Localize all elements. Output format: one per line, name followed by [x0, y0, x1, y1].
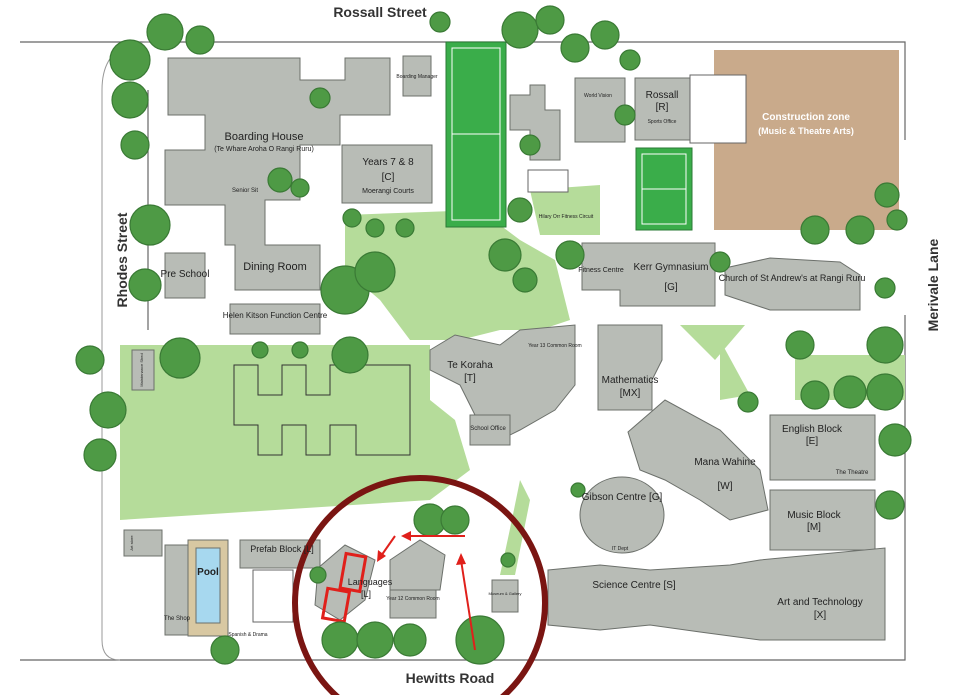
street-west-label: Rhodes Street: [114, 212, 130, 307]
label-years-7-8: Years 7 & 8: [362, 157, 414, 168]
label-pool: Pool: [197, 567, 219, 578]
label-construction: Construction zone: [762, 112, 850, 123]
label-languages-code: [L]: [361, 589, 371, 599]
label-music-block-code: [M]: [807, 522, 821, 533]
label-senior-sit: Senior Sit: [232, 188, 258, 194]
label-rossall: Rossall: [646, 90, 679, 101]
label-hilary-orr: Hilary Orr Fitness Circuit: [539, 214, 594, 220]
street-north-label: Rossall Street: [333, 4, 427, 20]
label-maintenance: Maintenance Shed: [139, 353, 144, 386]
label-languages: Languages: [348, 577, 393, 587]
label-rossall-code: [R]: [656, 102, 669, 113]
label-school-office: School Office: [470, 426, 506, 432]
direction-arrows: [377, 531, 476, 651]
label-the-shop: The Shop: [164, 616, 191, 622]
label-mana-wahine-code: [W]: [718, 481, 733, 492]
label-fitness-centre: Fitness Centre: [578, 267, 624, 274]
label-kerr-gym: Kerr Gymnasium: [633, 262, 708, 273]
label-kerr-gym-code: [G]: [664, 282, 678, 293]
label-moerangi: Moerangi Courts: [362, 188, 414, 195]
label-gibson: Gibson Centre [G]: [582, 492, 663, 503]
label-english: English Block: [782, 424, 843, 435]
label-art-tech: Art and Technology: [777, 597, 862, 608]
outline-structure: [233, 364, 411, 456]
focus-circle: [292, 475, 548, 695]
label-music-block: Music Block: [787, 510, 841, 521]
highlight-markers: [320, 551, 368, 624]
label-mathematics: Mathematics: [602, 375, 659, 386]
sports-courts: [445, 41, 693, 231]
buildings: [123, 55, 886, 641]
building-labels: Boarding House (Te Whare Aroha O Rangi R…: [129, 74, 869, 638]
label-year13: Year 13 Common Room: [528, 343, 581, 349]
label-dining-room: Dining Room: [243, 261, 307, 273]
label-mathematics-code: [MX]: [620, 388, 641, 399]
label-world-vision: World Vision: [584, 93, 612, 99]
label-construction-sub: (Music & Theatre Arts): [758, 126, 854, 136]
trees: [75, 5, 912, 665]
label-year12: Year 12 Common Room: [386, 596, 439, 602]
label-church: Church of St Andrew's at Rangi Ruru: [719, 273, 866, 283]
label-boarding-house-maori: (Te Whare Aroha O Rangi Ruru): [214, 146, 314, 153]
label-spanish-drama: Spanish & Drama: [228, 632, 267, 638]
label-dept: IT Dept: [612, 546, 629, 552]
label-science: Science Centre [S]: [592, 580, 676, 591]
label-museum: Museum & Gallery: [489, 591, 522, 596]
label-prefab: Prefab Block [L]: [250, 544, 314, 554]
label-mana-wahine: Mana Wahine: [694, 457, 756, 468]
label-boarding-manager: Boarding Manager: [396, 74, 437, 80]
label-te-koraha: Te Koraha: [447, 360, 493, 371]
label-sports-office: Sports Office: [648, 119, 677, 125]
label-art-store: Art store: [129, 535, 134, 551]
label-pre-school: Pre School: [161, 269, 210, 280]
label-helen-kitson: Helen Kitson Function Centre: [223, 311, 328, 320]
label-art-tech-code: [X]: [814, 610, 826, 621]
label-theatre: The Theatre: [836, 470, 869, 476]
label-boarding-house: Boarding House: [225, 131, 304, 143]
label-te-koraha-code: [T]: [464, 373, 476, 384]
street-east-label: Merivale Lane: [925, 238, 941, 331]
label-english-code: [E]: [806, 436, 818, 447]
label-years-7-8-code: [C]: [382, 172, 395, 183]
street-south-label: Hewitts Road: [406, 670, 495, 686]
